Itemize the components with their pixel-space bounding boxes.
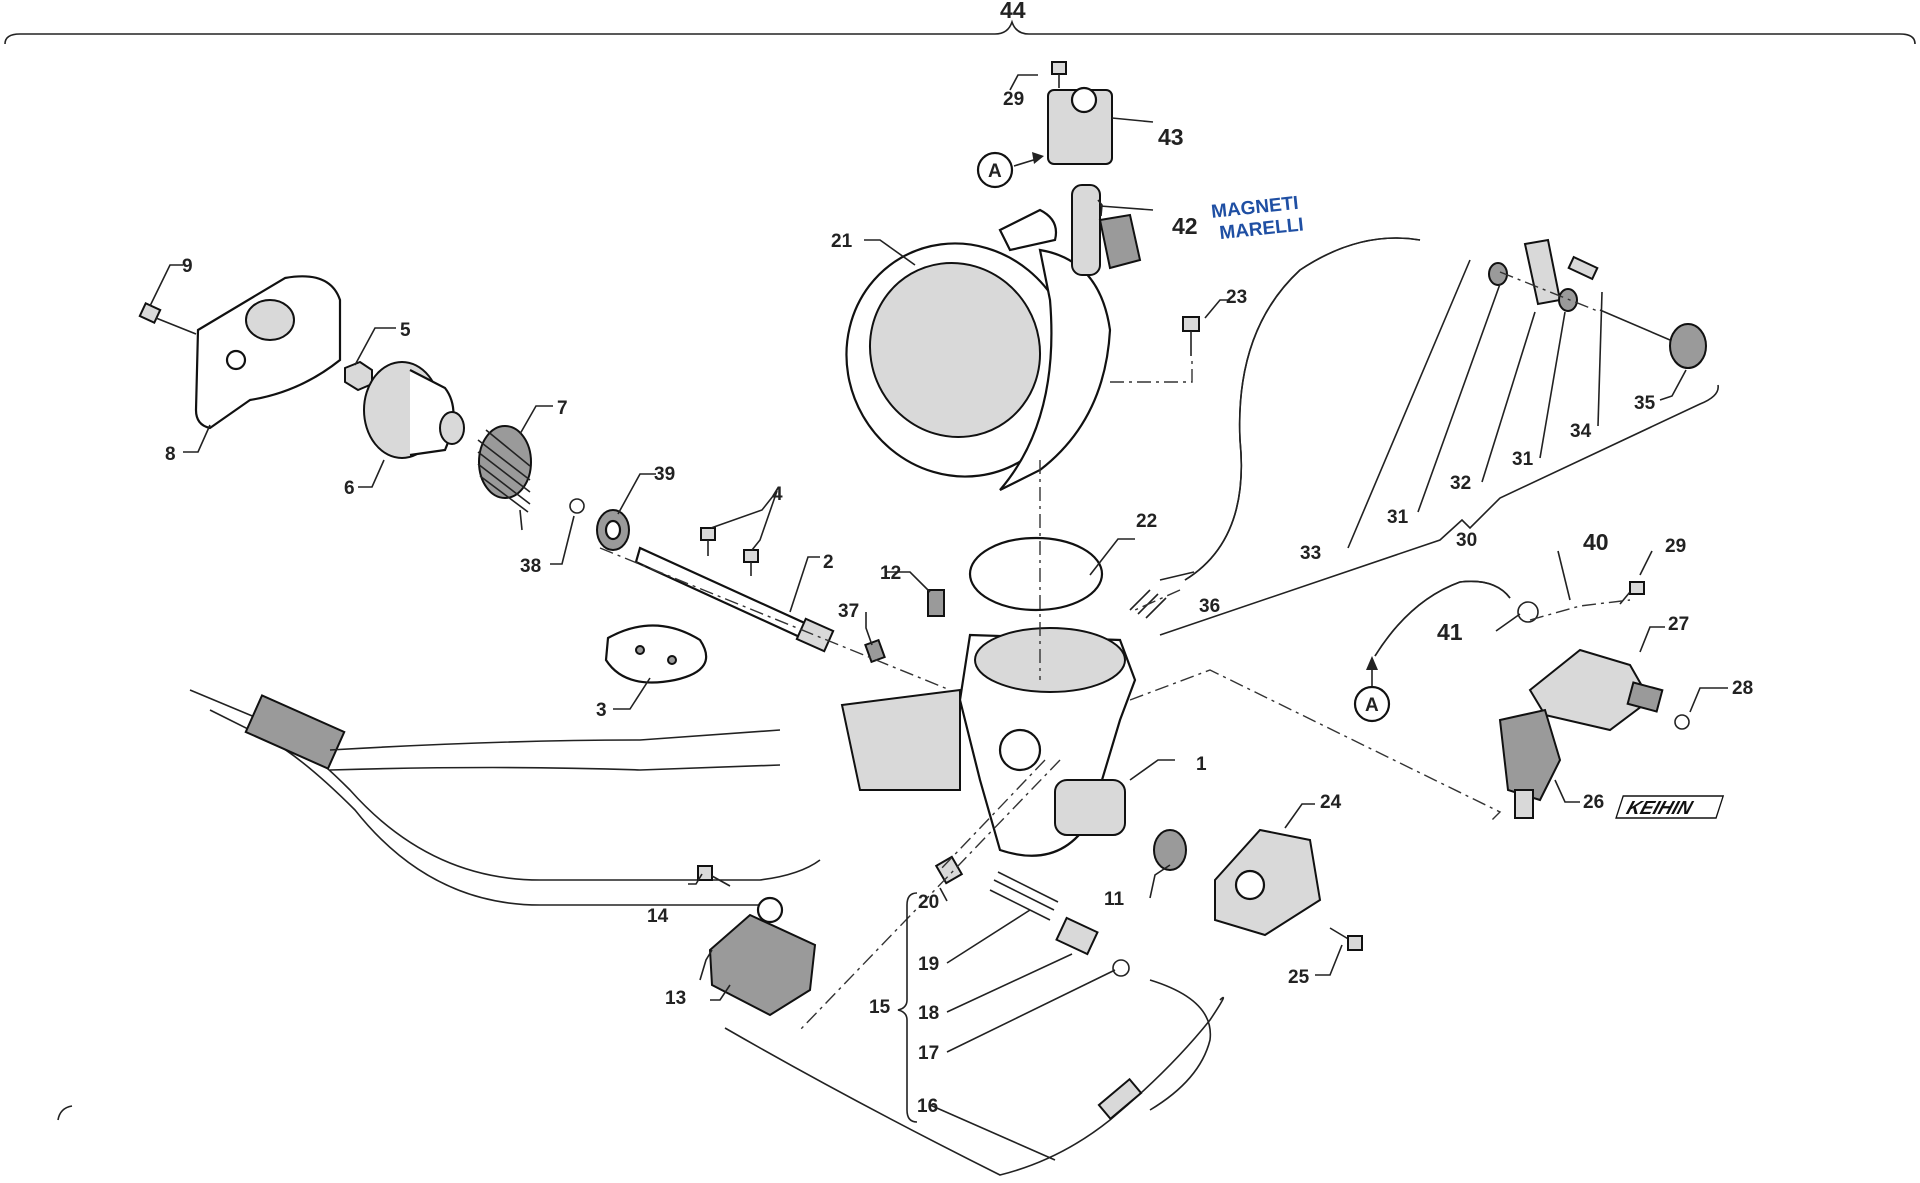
callout-25: 25: [1288, 967, 1310, 988]
keihin-logo: KEIHIN: [1615, 795, 1725, 819]
callout-7: 7: [557, 398, 568, 419]
view-marker-a-right: A: [1353, 656, 1391, 723]
part-28-clip: [1674, 714, 1690, 730]
part-1-throttle-body: [840, 627, 1137, 857]
part-5-nut: [344, 360, 373, 392]
part-26-sensor: [1498, 708, 1562, 819]
callout-5: 5: [400, 320, 411, 341]
svg-text:KEIHIN: KEIHIN: [1624, 797, 1696, 818]
part-19-spring: [989, 871, 1059, 921]
part-27-fitting: [1528, 648, 1664, 732]
part-43-connector: [1047, 86, 1113, 165]
callout-9: 9: [182, 256, 193, 277]
callout-16: 16: [917, 1096, 938, 1117]
stray-mark: [57, 1105, 73, 1121]
part-7-spring: [477, 425, 532, 531]
part-21-intake-body: [845, 208, 1112, 491]
callout-29-top: 29: [1003, 89, 1024, 110]
callout-34: 34: [1570, 421, 1592, 442]
callout-38: 38: [520, 556, 541, 577]
leader-lines: [149, 74, 1728, 1161]
part-25-screw: [1329, 927, 1363, 951]
callout-20: 20: [918, 892, 939, 913]
callout-14: 14: [647, 906, 669, 927]
part-12-set-screw: [927, 589, 945, 617]
callout-6: 6: [344, 478, 355, 499]
callout-22: 22: [1136, 511, 1157, 532]
callout-26: 26: [1583, 792, 1604, 813]
part-31-washer-b: [1558, 288, 1578, 312]
part-22-o-ring: [968, 536, 1104, 612]
callout-40: 40: [1583, 529, 1609, 555]
part-42-injector: [1071, 184, 1142, 276]
part-20-screw: [934, 855, 964, 885]
part-29-screw-right: [1619, 581, 1645, 605]
part-9-screw: [138, 301, 197, 335]
kit-number-30: 30: [1456, 530, 1477, 551]
part-14-screw: [697, 865, 731, 887]
part-18-adjuster: [1055, 916, 1099, 956]
callout-19: 19: [918, 954, 939, 975]
part-24-position-sensor: [1214, 828, 1322, 937]
callout-labels: 1 2 3 4 5 6 7 8 9 11 12 13 14 15 16 17 1…: [165, 89, 1753, 1117]
callout-8: 8: [165, 444, 176, 465]
callout-1: 1: [1196, 754, 1207, 775]
callout-13: 13: [665, 988, 686, 1009]
callout-33: 33: [1300, 543, 1321, 564]
part-39-bearing: [596, 509, 630, 551]
callout-39: 39: [654, 464, 675, 485]
part-8-cover: [194, 275, 342, 430]
callout-12: 12: [880, 563, 901, 584]
callout-15: 15: [869, 997, 891, 1018]
part-29-screw-top: [1051, 61, 1067, 88]
part-34-screw: [1567, 255, 1599, 281]
callout-2: 2: [823, 552, 834, 573]
callout-4: 4: [772, 484, 783, 505]
callout-17: 17: [918, 1043, 939, 1064]
callout-23: 23: [1226, 287, 1247, 308]
callout-27: 27: [1668, 614, 1689, 635]
callout-43: 43: [1158, 124, 1184, 150]
svg-text:A: A: [988, 161, 1002, 182]
part-13-sensor: [708, 896, 817, 1017]
callout-32: 32: [1450, 473, 1471, 494]
part-37-set-screw: [864, 638, 886, 664]
callout-31-b: 31: [1512, 449, 1534, 470]
callout-37: 37: [838, 601, 859, 622]
callout-11: 11: [1104, 889, 1125, 910]
assembly-brace: 44: [4, 0, 1916, 45]
callout-42: 42: [1172, 213, 1198, 239]
callout-29-right: 29: [1665, 536, 1686, 557]
callout-21: 21: [831, 231, 853, 252]
part-4-screws: [700, 527, 759, 576]
part-11-bush: [1153, 829, 1187, 871]
part-16-cable: [724, 979, 1225, 1176]
part-6-pulley: [363, 361, 465, 459]
part-35-adjuster-knob: [1599, 309, 1707, 369]
callout-41: 41: [1437, 619, 1463, 645]
part-31-washer-a: [1488, 262, 1508, 286]
alignment-lines: [599, 271, 1631, 1031]
svg-text:A: A: [1365, 695, 1379, 716]
callout-36: 36: [1199, 596, 1220, 617]
part-38-clip: [569, 498, 585, 514]
callout-18: 18: [918, 1003, 939, 1024]
callout-28: 28: [1732, 678, 1753, 699]
callout-35: 35: [1634, 393, 1656, 414]
part-23-screw: [1182, 316, 1200, 356]
callout-31-a: 31: [1387, 507, 1409, 528]
part-throttle-cables: [189, 689, 821, 906]
assembly-number: 44: [1000, 0, 1026, 23]
part-40-ring: [1517, 601, 1539, 623]
part-33-hose: [1184, 237, 1421, 581]
part-3-throttle-disc: [604, 624, 708, 684]
callout-24: 24: [1320, 792, 1342, 813]
group-15-bracket: [897, 892, 918, 1123]
part-17-washer: [1112, 959, 1130, 977]
magneti-marelli-logo: MAGNETI MARELLI: [1210, 193, 1304, 244]
kit-brace: [1159, 384, 1719, 636]
view-marker-a-top: A: [976, 151, 1044, 189]
callout-3: 3: [596, 700, 607, 721]
